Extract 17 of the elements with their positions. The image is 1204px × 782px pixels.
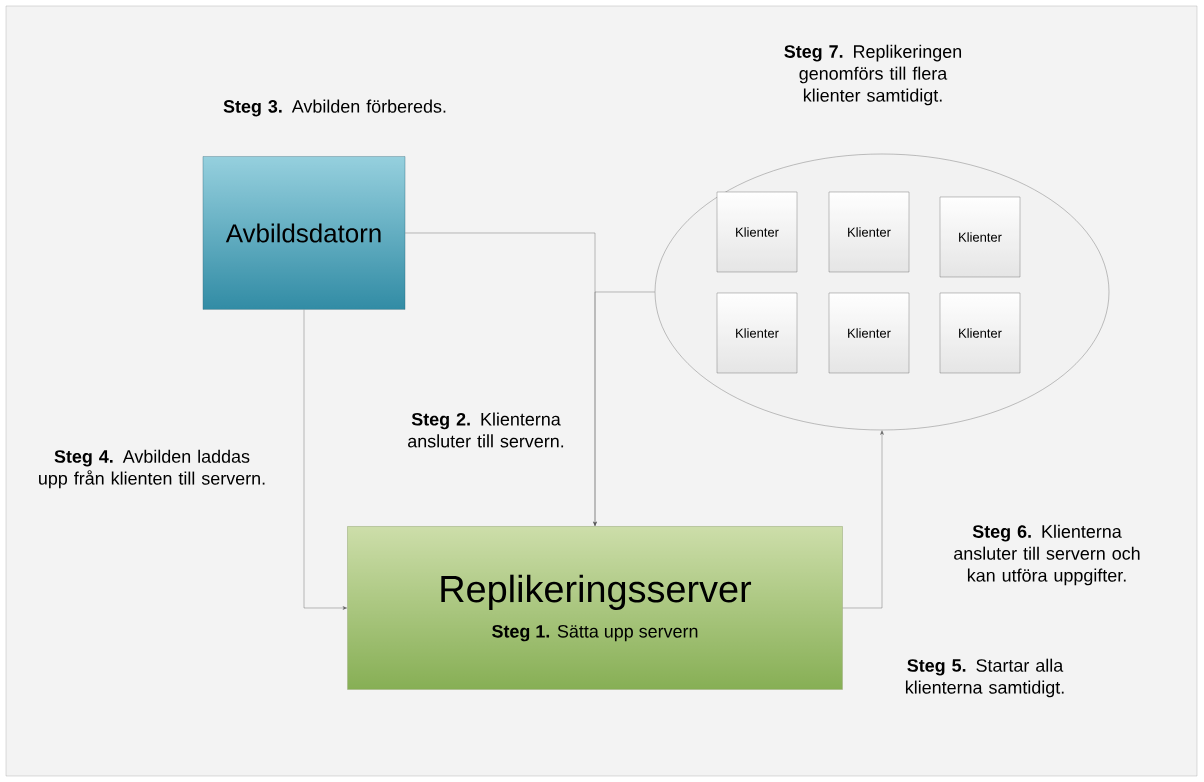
client-box: Klienter (716, 292, 798, 374)
connector-arrow (842, 430, 884, 609)
client-box: Klienter (828, 292, 910, 374)
step-note: Steg 7. Replikeringen genomförs till flera klienter samtidigt. (784, 44, 961, 106)
client-box: Klienter (716, 191, 798, 273)
step-note: Steg 6. Klienterna ansluter till servern och kan utföra uppgifter. (954, 524, 1140, 586)
client-box: Klienter (939, 196, 1021, 278)
step-note: Steg 2. Klienterna ansluter till servern. (408, 412, 564, 448)
step-note: Steg 4. Avbilden laddas upp från klienten till servern. (39, 449, 265, 489)
step-note: Steg 5. Startar alla klienterna samtidigt. (905, 658, 1064, 698)
client-box: Klienter (828, 191, 910, 273)
connector-arrow (303, 309, 347, 610)
connector-arrow (593, 291, 655, 526)
server-box: Replikeringsserver Steg 1. Sätta upp servern (347, 526, 843, 690)
client-box: Klienter (939, 292, 1021, 374)
step-note: Steg 3. Avbilden förbereds. (223, 99, 446, 117)
computer-box: Avbildsdatorn (202, 156, 406, 310)
